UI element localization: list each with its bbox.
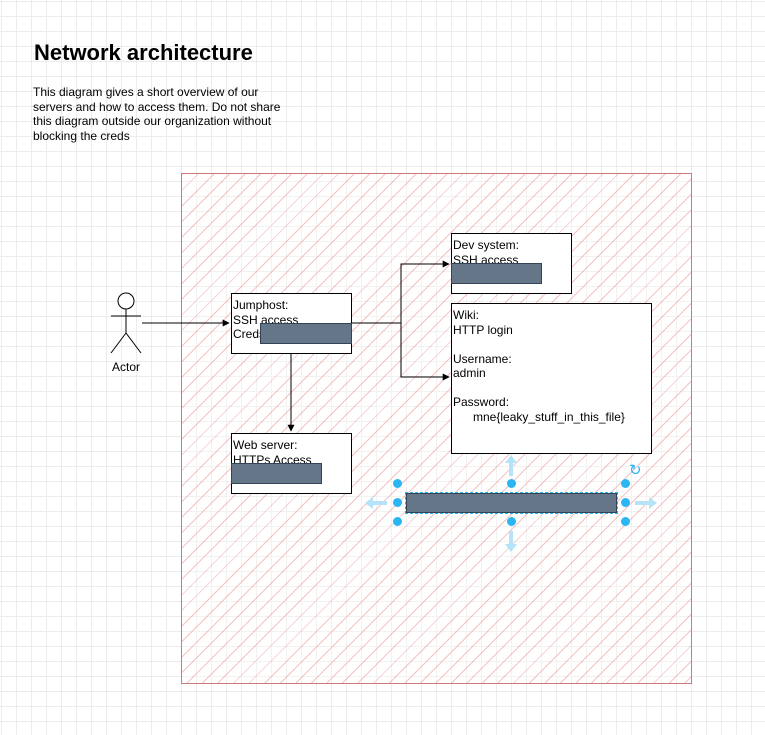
rotate-handle-icon[interactable]: ↻ [629,462,642,479]
jumphost-title: Jumphost: [233,298,289,312]
wiki-title: Wiki: [453,308,479,322]
diagram-title: Network architecture [34,40,253,65]
actor-label: Actor [112,360,141,374]
wiki-username-value: admin [453,366,486,380]
jumphost-creds-redaction[interactable] [260,323,352,344]
resize-handle-bottom-left[interactable] [393,517,402,526]
wiki-password-label: Password: [453,395,510,409]
resize-handle-bottom-right[interactable] [621,517,630,526]
resize-handle-top-right[interactable] [621,479,630,488]
expand-left-arrow-icon [365,497,387,509]
actor-figure[interactable] [110,292,142,354]
expand-right-arrow-icon [635,497,657,509]
resize-handle-bottom[interactable] [507,517,516,526]
jumphost-to-wiki-edge[interactable] [400,323,450,381]
hatched-zone[interactable] [181,173,692,684]
web-title: Web server: [233,438,298,452]
resize-handle-top-left[interactable] [393,479,402,488]
resize-handle-top[interactable] [507,479,516,488]
expand-up-arrow-icon [505,455,517,476]
dev-title: Dev system: [453,238,520,252]
jumphost-to-dev-edge[interactable] [352,260,450,324]
resize-handle-left[interactable] [393,498,402,507]
diagram-description: This diagram gives a short overview of o… [33,85,281,143]
wiki-login: HTTP login [453,322,513,337]
selection-arrows[interactable] [360,452,662,554]
jumphost-creds-label: Creds [233,327,266,341]
resize-handle-right[interactable] [621,498,630,507]
dev-creds-redaction[interactable] [451,263,542,284]
web-creds-redaction[interactable] [231,463,322,484]
wiki-password-value: mne{leaky_stuff_in_this_file} [473,409,625,424]
expand-down-arrow-icon [505,531,517,552]
wiki-username-label: Username: [453,351,512,366]
selected-redaction-box[interactable] [405,492,618,514]
wiki-node[interactable]: Wiki: HTTP login Username: admin Passwor… [451,303,652,454]
